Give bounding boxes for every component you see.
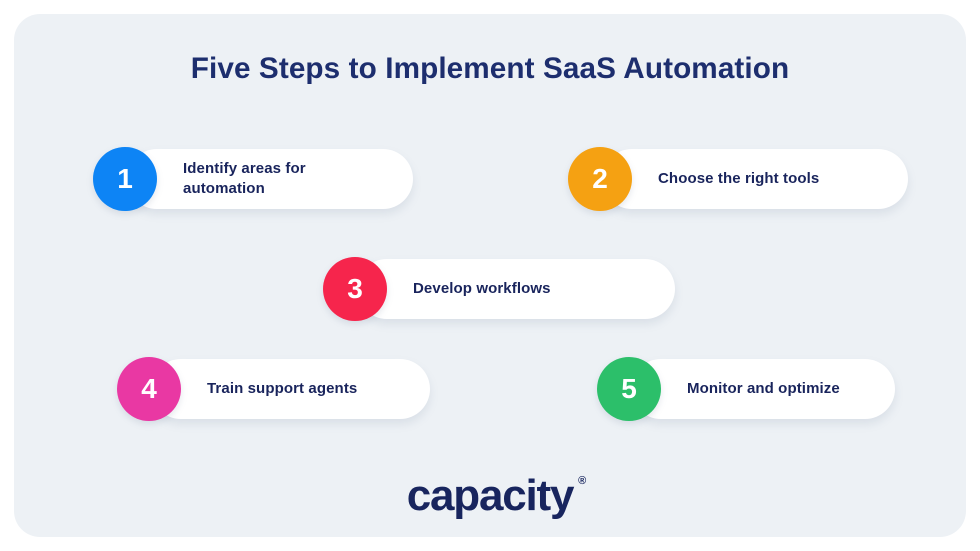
- step-number-badge-2: 2: [568, 147, 632, 211]
- step-pill-1: Identify areas for automation: [127, 149, 413, 209]
- step-pill-2: Choose the right tools: [602, 149, 908, 209]
- registered-trademark-icon: ®: [578, 475, 587, 487]
- brand-logo: capacity®: [14, 474, 966, 518]
- logo-wordmark: capacity: [406, 471, 575, 520]
- step-item-2: Choose the right tools 2: [568, 147, 908, 211]
- logo-text-wrapper: capacity®: [406, 471, 587, 520]
- step-label-5: Monitor and optimize: [687, 380, 840, 398]
- step-label-1: Identify areas for automation: [183, 160, 306, 197]
- step-label-3: Develop workflows: [413, 280, 551, 298]
- step-label-2: Choose the right tools: [658, 170, 820, 188]
- step-item-1: Identify areas for automation 1: [93, 147, 413, 211]
- step-label-4: Train support agents: [207, 380, 358, 398]
- step-number-badge-4: 4: [117, 357, 181, 421]
- step-item-3: Develop workflows 3: [323, 257, 675, 321]
- step-number-badge-1: 1: [93, 147, 157, 211]
- step-item-5: Monitor and optimize 5: [597, 357, 895, 421]
- page-title: Five Steps to Implement SaaS Automation: [190, 52, 790, 85]
- step-number-badge-5: 5: [597, 357, 661, 421]
- step-pill-4: Train support agents: [151, 359, 430, 419]
- infographic-card: Five Steps to Implement SaaS Automation …: [14, 14, 966, 537]
- step-pill-3: Develop workflows: [357, 259, 675, 319]
- step-number-badge-3: 3: [323, 257, 387, 321]
- step-item-4: Train support agents 4: [117, 357, 430, 421]
- step-pill-5: Monitor and optimize: [631, 359, 895, 419]
